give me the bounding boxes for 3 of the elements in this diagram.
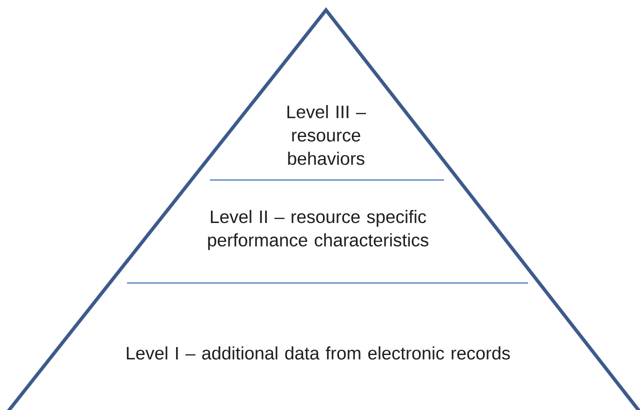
level-label: Level III – resource behaviors — [287, 105, 366, 165]
level-label: Level II – resource specific performance characteristics — [208, 210, 428, 250]
level-label: Level I – additional data from electronic records — [126, 346, 510, 360]
